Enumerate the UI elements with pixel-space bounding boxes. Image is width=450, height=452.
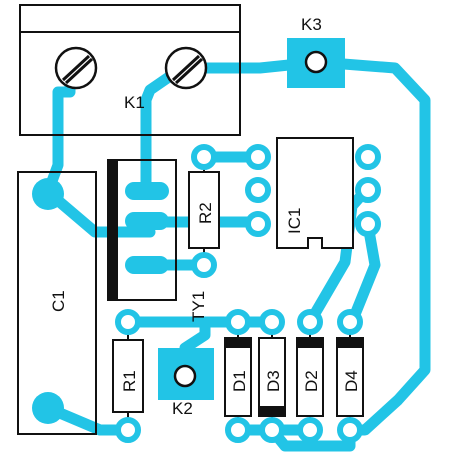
trace-k3-right <box>312 56 431 436</box>
diode-d2: D2 <box>296 309 324 443</box>
k1-label: K1 <box>124 93 145 112</box>
connector-k3: K3 <box>287 15 345 88</box>
r2-label: R2 <box>196 202 215 224</box>
ty1-label: TY1 <box>189 291 208 322</box>
diode-d1: D1 <box>224 309 252 443</box>
k2-label: K2 <box>172 399 193 418</box>
r1-label: R1 <box>120 370 139 392</box>
c1-label: C1 <box>49 290 68 312</box>
trace-ic-d4 <box>346 219 381 328</box>
trace-k1-ty1 <box>140 62 188 194</box>
connector-k2: K2 <box>158 348 214 418</box>
capacitor-c1: C1 <box>17 171 97 435</box>
d4-label: D4 <box>342 370 361 392</box>
triac-ty1: TY1 <box>107 159 208 322</box>
screw-icon <box>164 46 208 90</box>
k3-label: K3 <box>301 15 322 34</box>
resistor-r2: R2 <box>188 144 220 278</box>
d2-label: D2 <box>302 370 321 392</box>
terminal-k1: K1 <box>19 4 241 136</box>
d3-label: D3 <box>264 370 283 392</box>
diode-d4: D4 <box>336 309 364 443</box>
resistor-r1: R1 <box>112 309 144 443</box>
d1-label: D1 <box>230 370 249 392</box>
screw-icon <box>54 46 98 90</box>
diode-d3: D3 <box>258 309 286 443</box>
ic-ic1: IC1 <box>245 137 381 249</box>
ic1-label: IC1 <box>285 208 304 234</box>
